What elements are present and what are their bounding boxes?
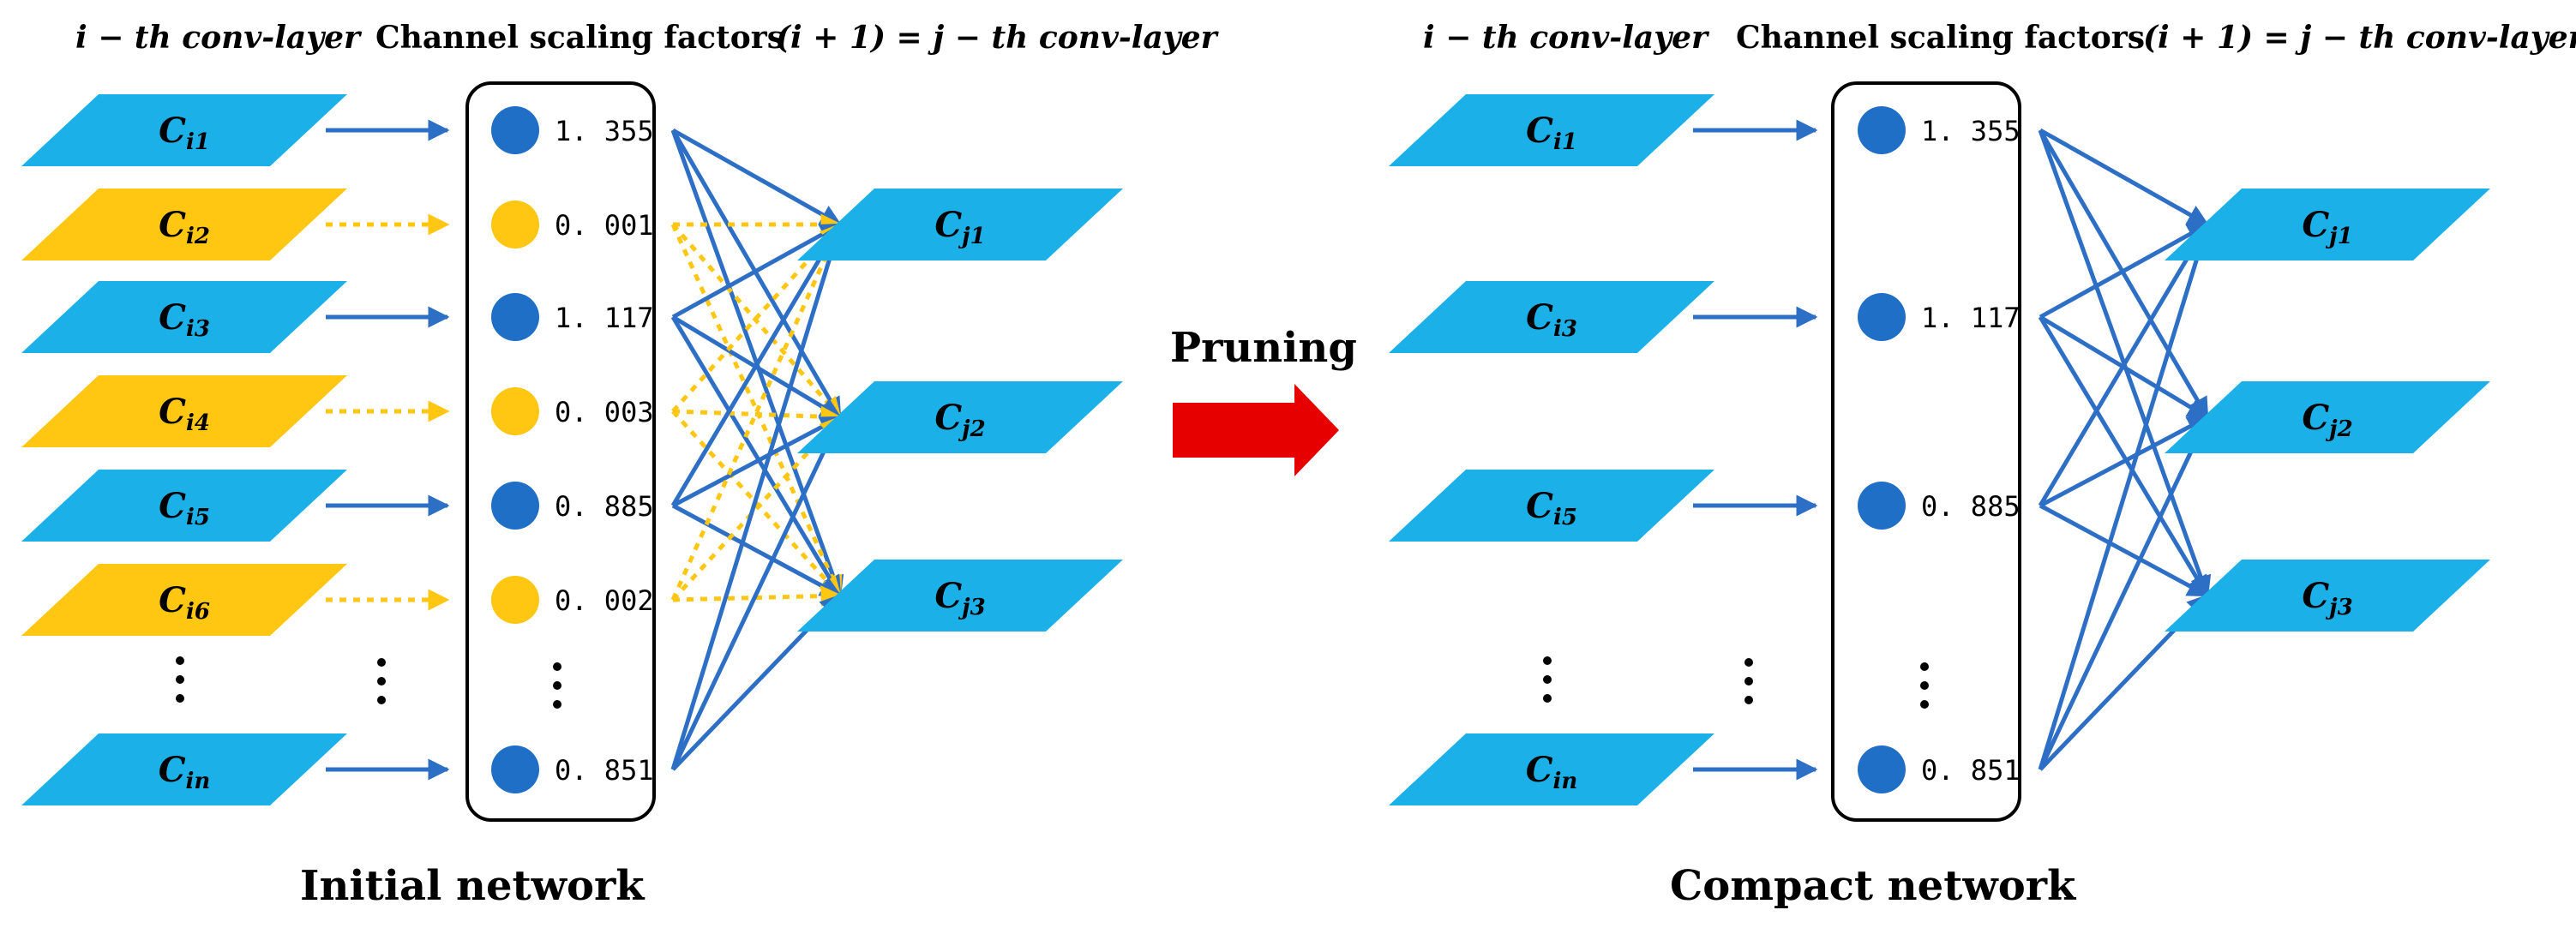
initial-factor-dot-i4 — [491, 387, 539, 435]
initial-factor-value-i1: 1. 355 — [555, 115, 654, 147]
initial-factor-value-i2: 0. 001 — [555, 209, 654, 242]
compact-output-label-j3: Cj3 — [2302, 576, 2352, 620]
compact-connection-i5-j3 — [2039, 503, 2210, 598]
compact-factor-dot-i1 — [1858, 106, 1906, 154]
initial-factor-value-i4: 0. 003 — [555, 396, 654, 428]
compact-factor-value-i1: 1. 355 — [1921, 115, 2021, 147]
initial-input-label-i1: Ci1 — [159, 111, 210, 155]
initial-input-channel-i3 — [21, 281, 347, 353]
pruning-arrow-icon — [1173, 384, 1339, 476]
compact-input-channel-i5 — [1389, 470, 1714, 542]
initial-ellipsis-2 — [377, 658, 386, 704]
compact-factor-dot-i5 — [1858, 482, 1906, 530]
initial-connection-i1-j2 — [670, 129, 843, 420]
initial-caption: Initial network — [300, 862, 646, 910]
initial-output-channel-j1 — [797, 189, 1123, 260]
initial-connection-in-j1 — [670, 222, 845, 770]
pruning-label: Pruning — [1170, 324, 1357, 372]
initial-input-channel-i1 — [21, 94, 347, 166]
compact-ellipsis-3 — [1920, 662, 1929, 709]
initial-factor-value-i5: 0. 885 — [555, 490, 654, 523]
initial-input-channel-i4 — [21, 375, 347, 447]
compact-connection-i1-j1 — [2039, 128, 2210, 227]
initial-factor-dot-i3 — [491, 293, 539, 341]
initial-input-channel-i5 — [21, 470, 347, 542]
initial-connection-i3-j1 — [671, 222, 843, 320]
compact-header-layer-i: i − th conv-layer — [1423, 20, 1710, 56]
compact-factor-value-i5: 0. 885 — [1921, 490, 2021, 523]
initial-scaling-box — [465, 81, 656, 822]
compact-ellipsis-1 — [1543, 656, 1552, 703]
initial-output-channel-j2 — [797, 381, 1123, 453]
initial-input-label-i4: Ci4 — [159, 392, 210, 436]
compact-output-channel-j2 — [2165, 381, 2490, 453]
initial-connection-i5-j3 — [671, 503, 843, 598]
initial-header-layer-j: (i + 1) = j − th conv-layer — [776, 20, 1220, 56]
initial-input-label-in: Cin — [159, 750, 211, 794]
initial-connection-in-j2 — [670, 415, 843, 771]
initial-connection-i4-j2 — [672, 405, 843, 428]
initial-ellipsis-1 — [176, 656, 184, 703]
initial-input-channel-in — [21, 733, 347, 805]
compact-output-channel-j1 — [2165, 189, 2490, 260]
compact-connection-i5-j2 — [2039, 415, 2210, 508]
initial-connection-i3-j3 — [670, 315, 843, 598]
compact-connection-i1-j2 — [2038, 129, 2210, 420]
initial-output-label-j2: Cj2 — [934, 398, 985, 442]
compact-header-scaling: Channel scaling factors — [1736, 20, 2145, 56]
initial-factor-dot-i1 — [491, 106, 539, 154]
compact-connection-i3-j1 — [2039, 222, 2210, 320]
initial-input-label-i2: Ci2 — [159, 205, 210, 249]
compact-caption: Compact network — [1670, 862, 2077, 910]
initial-factor-dot-i5 — [491, 482, 539, 530]
compact-scaling-box — [1831, 81, 2021, 822]
initial-factor-value-i6: 0. 002 — [555, 584, 654, 617]
initial-connection-i1-j1 — [671, 128, 843, 227]
compact-input-channel-i1 — [1389, 94, 1714, 166]
compact-factor-dot-i3 — [1858, 293, 1906, 341]
initial-factor-dot-i2 — [491, 201, 539, 248]
initial-factor-dot-in — [491, 745, 539, 793]
compact-header-layer-j: (i + 1) = j − th conv-layer — [2143, 20, 2576, 56]
initial-connection-i5-j1 — [670, 222, 843, 507]
compact-connection-i3-j3 — [2038, 315, 2210, 598]
compact-factor-value-in: 0. 851 — [1921, 754, 2021, 787]
compact-input-channel-i3 — [1389, 281, 1714, 353]
initial-header-layer-i: i − th conv-layer — [75, 20, 363, 56]
compact-input-label-in: Cin — [1526, 750, 1578, 794]
compact-connection-in-j2 — [2038, 415, 2210, 771]
initial-factor-value-i3: 1. 117 — [555, 302, 654, 334]
initial-header-scaling: Channel scaling factors — [375, 20, 784, 56]
initial-input-channel-i6 — [21, 564, 347, 636]
compact-factor-dot-in — [1858, 745, 1906, 793]
compact-output-channel-j3 — [2165, 560, 2490, 632]
initial-connection-i2-j2 — [671, 223, 842, 419]
compact-connection-in-j1 — [2038, 222, 2213, 770]
initial-input-channel-i2 — [21, 189, 347, 260]
compact-input-channel-in — [1389, 733, 1714, 805]
initial-factor-dot-i6 — [491, 576, 539, 624]
initial-factor-value-in: 0. 851 — [555, 754, 654, 787]
initial-output-channel-j3 — [797, 560, 1123, 632]
initial-ellipsis-3 — [553, 662, 561, 709]
compact-connection-i5-j1 — [2038, 222, 2210, 507]
initial-connection-i5-j2 — [671, 415, 843, 508]
compact-factor-value-i3: 1. 117 — [1921, 302, 2021, 334]
compact-ellipsis-2 — [1744, 658, 1753, 704]
